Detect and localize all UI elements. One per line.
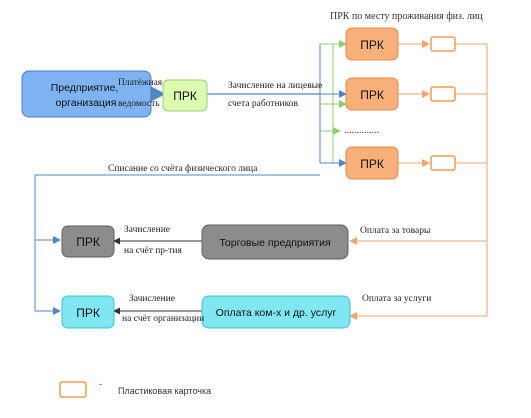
node-trade-label: Торговые предприятия	[219, 237, 330, 249]
node-prk-person-2	[345, 77, 399, 111]
edge-label-goods-payment: Оплата за товары	[360, 226, 431, 236]
node-utility-label: Оплата ком-х и др. услуг	[216, 307, 337, 319]
node-prk-trade-bank-label: ПРК	[76, 235, 100, 249]
node-enterprise-label: Предприятие, организация	[51, 82, 122, 109]
node-prk-person-3-label: ПРК	[360, 157, 384, 171]
legend-label: Пластиковая карточка	[118, 386, 211, 396]
node-ellipsis: ..............	[344, 125, 379, 136]
card-icon-3	[430, 155, 456, 171]
edge-label-trade-credit: Зачисление на счёт пр-тия	[124, 225, 182, 256]
edge-withdrawal-utility	[34, 240, 61, 315]
edge-label-salary-credit: Зачисление на лицевые счета работников	[228, 81, 325, 109]
node-prk-person-1	[345, 27, 399, 61]
edge-label-org-credit: Зачисление на счёт организации	[122, 294, 204, 324]
edge-label-withdrawal: Списание со счёта физического лица	[108, 163, 258, 174]
legend-card-icon	[59, 381, 87, 398]
node-prk-person-2-label: ПРК	[360, 88, 384, 102]
header-label: ПРК по месту проживания физ. лиц	[330, 11, 483, 22]
edge-label-services-payment: Оплата за услуги	[362, 294, 431, 304]
legend-bullet: -	[99, 379, 102, 389]
node-prk-main	[162, 79, 208, 112]
node-trade	[201, 224, 349, 260]
card-icon-2	[430, 86, 456, 102]
edge-label-payment-order: Платёжная ведомость	[118, 78, 165, 109]
node-prk-utility-bank-label: ПРК	[76, 306, 100, 320]
card-icon-1	[430, 36, 456, 52]
node-prk-main-label: ПРК	[173, 89, 197, 103]
node-prk-person-3	[345, 146, 399, 180]
node-prk-trade-bank	[61, 225, 115, 258]
edge-withdrawal	[34, 174, 320, 244]
node-prk-person-1-label: ПРК	[360, 38, 384, 52]
node-utility	[201, 295, 351, 329]
node-prk-utility-bank	[61, 295, 115, 329]
node-enterprise	[21, 70, 152, 118]
